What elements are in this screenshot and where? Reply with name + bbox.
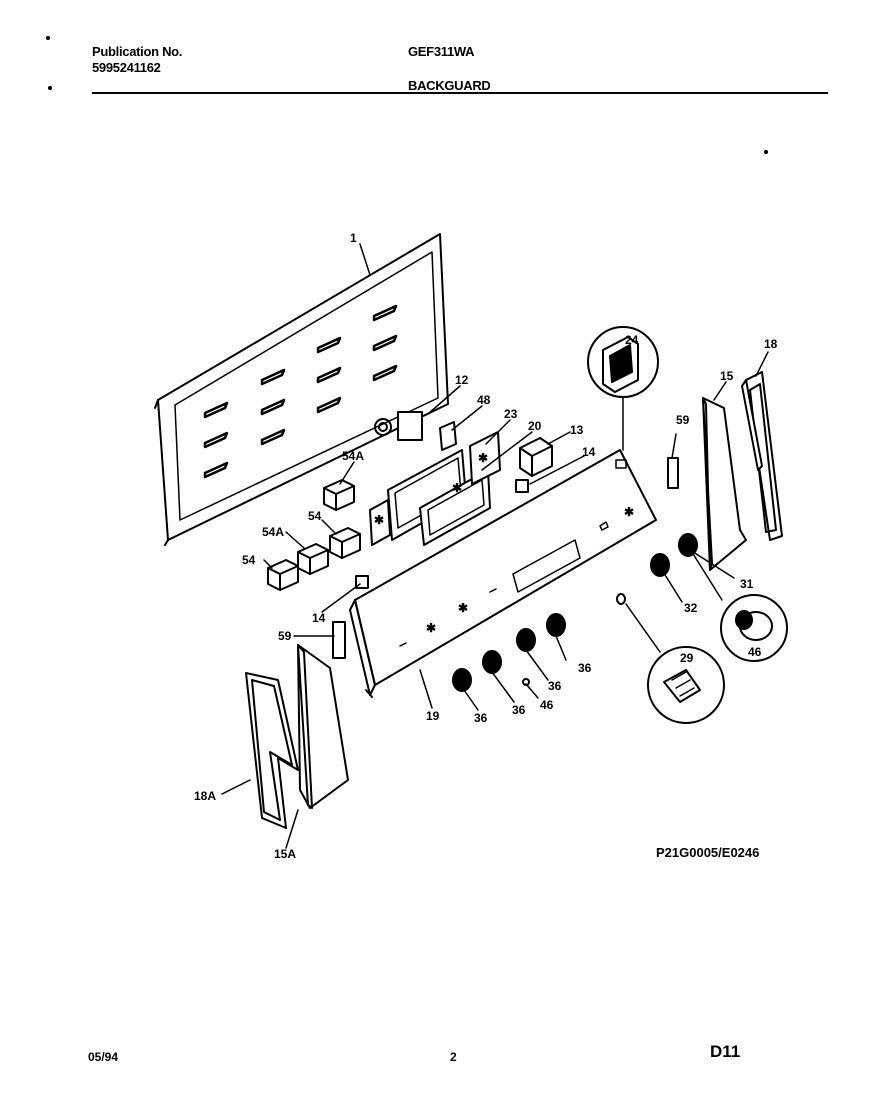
pilot-light — [616, 593, 626, 605]
callout-1: 1 — [350, 231, 357, 245]
model-number: GEF311WA — [408, 44, 475, 59]
callout-32: 32 — [684, 601, 698, 615]
callout-14: 14 — [312, 611, 326, 625]
callout-18: 18 — [764, 337, 778, 351]
callout-54a: 54A — [342, 449, 364, 463]
right-end-cap — [667, 371, 783, 571]
svg-text:✱: ✱ — [374, 513, 384, 527]
callout-13: 13 — [570, 423, 584, 437]
callout-15a: 15A — [274, 847, 296, 861]
header-rule — [92, 92, 828, 94]
callout-36: 36 — [512, 703, 526, 717]
switches — [267, 437, 553, 591]
callout-54: 54 — [242, 553, 256, 567]
timer-assembly: ✱ ✱ ✱ — [369, 411, 501, 546]
callout-12: 12 — [455, 373, 469, 387]
page-id: D11 — [710, 1042, 741, 1061]
callout-labels: 1 12 48 23 20 13 14 54A 54 54A 54 14 59 … — [194, 231, 778, 861]
footer-date: 05/94 — [88, 1050, 119, 1064]
publication-label: Publication No. — [92, 44, 183, 59]
scan-mark — [48, 86, 52, 90]
callout-24: 24 — [625, 333, 639, 347]
callout-54: 54 — [308, 509, 322, 523]
svg-text:✱: ✱ — [458, 601, 468, 615]
knobs — [452, 533, 698, 692]
callout-59: 59 — [676, 413, 690, 427]
scan-mark — [764, 150, 768, 154]
callout-46: 46 — [748, 645, 762, 659]
svg-text:✱: ✱ — [478, 451, 488, 465]
detail-circles — [587, 326, 788, 724]
leader-lines — [221, 243, 769, 849]
callout-14: 14 — [582, 445, 596, 459]
section-title: BACKGUARD — [408, 78, 491, 93]
left-end-cap — [245, 621, 349, 829]
rear-panel — [154, 233, 449, 546]
scan-mark — [46, 36, 50, 40]
callout-31: 31 — [740, 577, 754, 591]
publication-number: 5995241162 — [92, 60, 161, 75]
callout-59: 59 — [278, 629, 292, 643]
callout-20: 20 — [528, 419, 542, 433]
callout-18a: 18A — [194, 789, 216, 803]
svg-text:✱: ✱ — [624, 505, 634, 519]
callout-15: 15 — [720, 369, 734, 383]
callout-29: 29 — [680, 651, 694, 665]
control-panel: ✱ ✱ ✱ — [349, 449, 657, 698]
svg-text:✱: ✱ — [452, 481, 462, 495]
callout-46: 46 — [540, 698, 554, 712]
callout-36: 36 — [578, 661, 592, 675]
callout-36: 36 — [474, 711, 488, 725]
callout-19: 19 — [426, 709, 440, 723]
callout-23: 23 — [504, 407, 518, 421]
callout-48: 48 — [477, 393, 491, 407]
figure-code: P21G0005/E0246 — [656, 845, 760, 860]
svg-text:✱: ✱ — [426, 621, 436, 635]
page-number: 2 — [450, 1050, 457, 1064]
callout-36: 36 — [548, 679, 562, 693]
callout-54a: 54A — [262, 525, 284, 539]
